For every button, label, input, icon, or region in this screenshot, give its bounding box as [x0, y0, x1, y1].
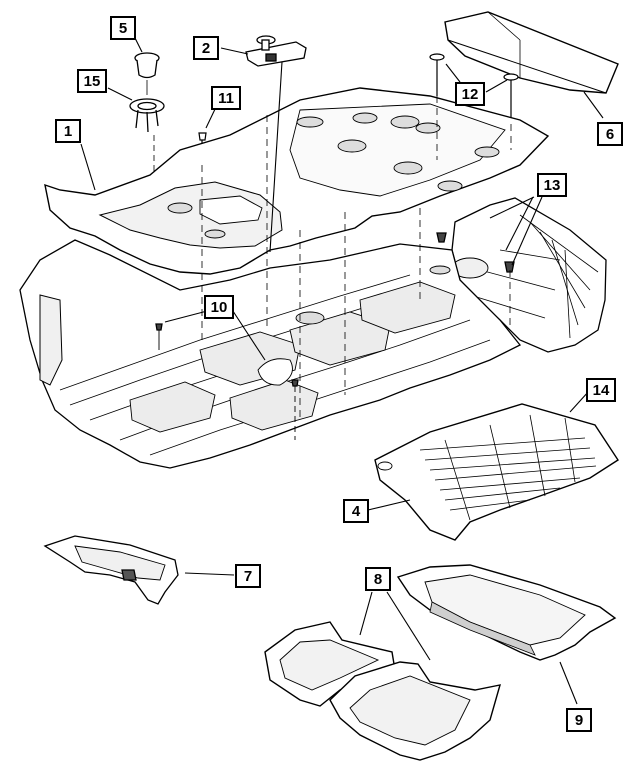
callout-11: 11 — [211, 86, 241, 110]
callout-13: 13 — [537, 173, 567, 197]
fuel-pump-part — [134, 52, 160, 95]
callout-7: 7 — [235, 564, 261, 588]
callout-6: 6 — [597, 122, 623, 146]
callout-10: 10 — [204, 295, 234, 319]
callout-2: 2 — [193, 36, 219, 60]
floor-carpet-part — [44, 87, 550, 275]
floor-mats-part — [264, 621, 501, 761]
callout-14: 14 — [586, 378, 616, 402]
front-shield-part — [43, 535, 179, 605]
callout-8: 8 — [365, 567, 391, 591]
cargo-mat-part — [444, 11, 619, 94]
callout-5: 5 — [110, 16, 136, 40]
callout-15: 15 — [77, 69, 107, 93]
callout-4: 4 — [343, 499, 369, 523]
cargo-tray-part — [396, 564, 617, 661]
callout-12: 12 — [455, 82, 485, 106]
callout-9: 9 — [566, 708, 592, 732]
sender-unit-part — [129, 98, 165, 182]
floor-pan-part — [19, 239, 522, 469]
bracket-part — [245, 35, 307, 67]
screw-fastener-part — [429, 53, 519, 124]
assembly-lines — [201, 96, 512, 420]
load-floor-part — [374, 403, 619, 541]
callout-1: 1 — [55, 119, 81, 143]
